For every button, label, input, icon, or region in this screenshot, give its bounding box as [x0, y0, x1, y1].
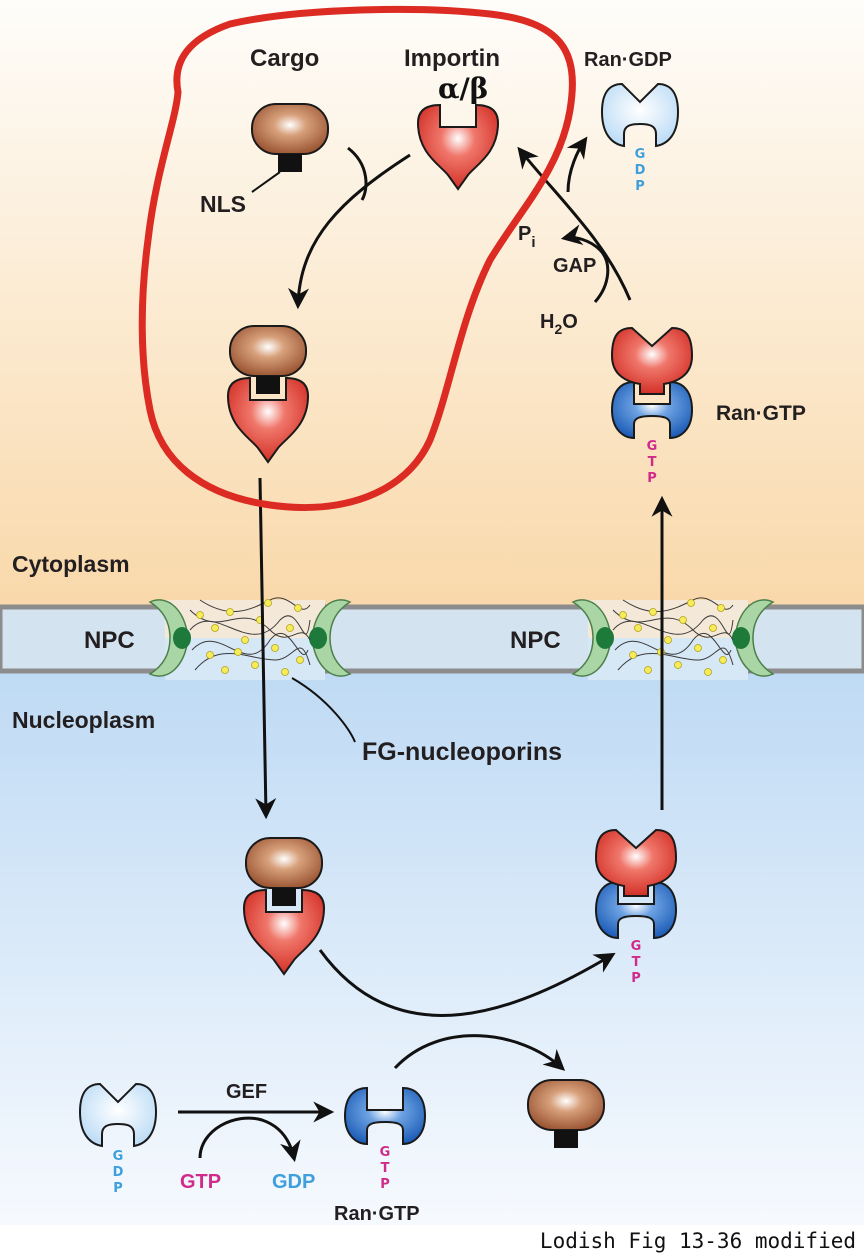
fg-nucleoporins-label: FG-nucleoporins — [362, 738, 562, 766]
figure-credit: Lodish Fig 13-36 modified — [539, 1229, 856, 1253]
cytoplasm-region — [0, 0, 864, 615]
importin-subunit-label: α/β — [438, 72, 488, 105]
gtp-p-mid: P — [631, 971, 641, 986]
h2o-label: H2O — [540, 311, 578, 337]
gdp-d: D — [635, 163, 646, 178]
gtp-t-top: T — [648, 455, 657, 470]
gdp-p: P — [635, 179, 645, 194]
gtp-p-bottom: P — [380, 1177, 390, 1192]
npc-left — [148, 597, 352, 677]
gtp-g-mid: G — [631, 939, 642, 954]
gdp-p-bottom: P — [113, 1181, 123, 1196]
nls-label: NLS — [200, 191, 246, 217]
gap-label: GAP — [553, 255, 596, 277]
gtp-p-top: P — [647, 471, 657, 486]
pathway-arrows — [178, 136, 673, 1163]
cytoplasm-label: Cytoplasm — [12, 551, 130, 577]
ran-gtp-label-right: Ran·GTP — [716, 402, 806, 425]
ran-gtp-label-bottom: Ran·GTP — [334, 1203, 420, 1225]
red-annotation-loop — [138, 5, 576, 511]
npc-left-label: NPC — [84, 627, 135, 654]
pi-label: Pi — [518, 223, 536, 251]
gtp-g-top: G — [647, 439, 658, 454]
importin-label: Importin — [404, 45, 500, 72]
nucleoplasm-label: Nucleoplasm — [12, 707, 155, 733]
gtp-t-mid: T — [632, 955, 641, 970]
gdp-label: GDP — [272, 1171, 315, 1193]
gtp-label: GTP — [180, 1171, 221, 1193]
npc-right-label: NPC — [510, 627, 561, 654]
gdp-g-bottom: G — [113, 1149, 124, 1164]
gtp-g-bottom: G — [380, 1145, 391, 1160]
npc-right — [571, 597, 775, 677]
gdp-d-bottom: D — [113, 1165, 124, 1180]
cargo-label: Cargo — [250, 45, 319, 72]
ran-gdp-label-top: Ran·GDP — [584, 49, 672, 71]
gdp-g: G — [635, 147, 646, 162]
gef-label: GEF — [226, 1081, 267, 1103]
gtp-t-bottom: T — [381, 1161, 390, 1176]
